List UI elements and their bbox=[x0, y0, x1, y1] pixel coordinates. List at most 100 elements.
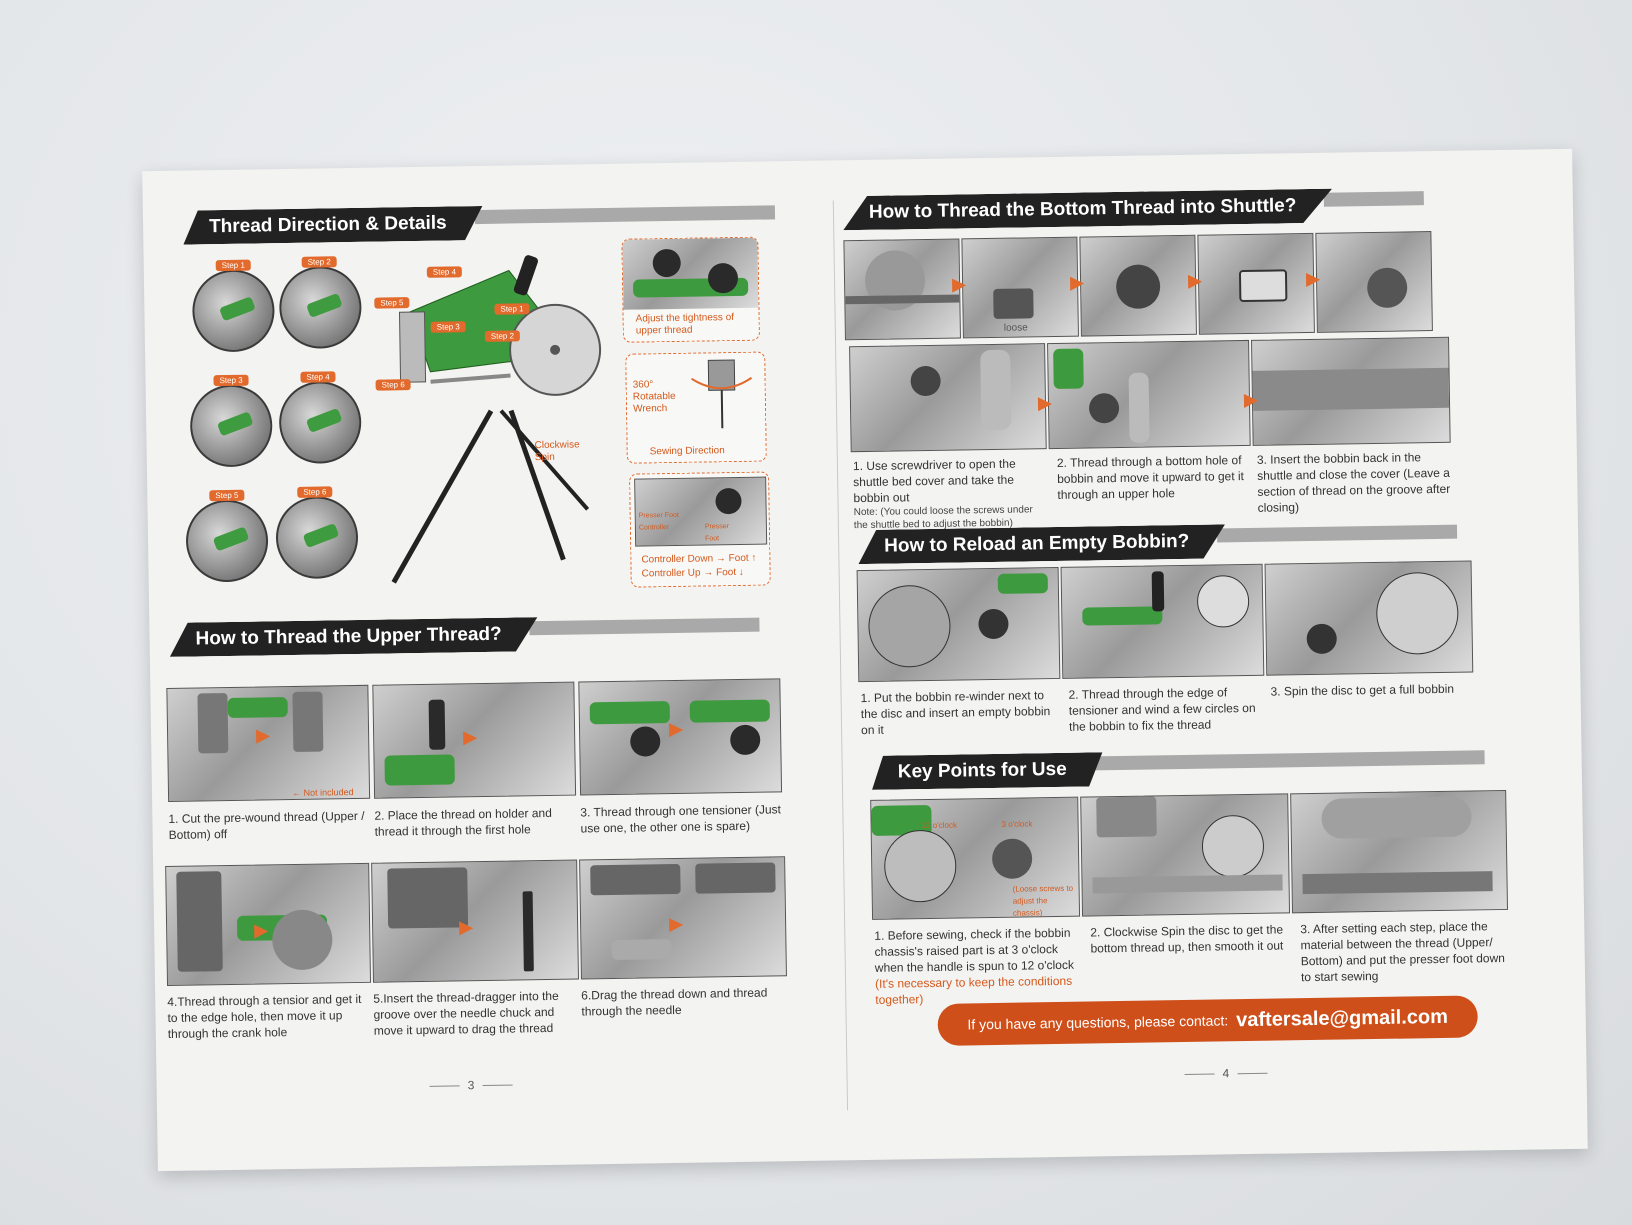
presser-foot-label: Presser Foot bbox=[704, 523, 730, 543]
controller-down-label: Controller Down → Foot ↑ bbox=[641, 552, 757, 566]
sewing-direction-label: Sewing Direction bbox=[649, 445, 725, 458]
machine-step-3-tag: Step 3 bbox=[430, 321, 466, 333]
sewing-machine-illustration bbox=[391, 255, 602, 584]
bottom-step-photo-4 bbox=[1197, 232, 1315, 335]
arrow-icon bbox=[1243, 393, 1259, 409]
section-title-upper-thread: How to Thread the Upper Thread? bbox=[169, 614, 760, 657]
step-4-photo bbox=[278, 380, 362, 465]
upper-step-5-caption: 5.Insert the thread-dragger into the gro… bbox=[373, 988, 559, 1038]
upper-step-3-caption: 3. Thread through one tensioner (Just us… bbox=[580, 802, 782, 836]
step-5-photo bbox=[185, 499, 269, 583]
bottom-step-photo-6 bbox=[849, 343, 1047, 453]
presser-controller-label: Presser Foot Controller bbox=[638, 511, 679, 532]
section-title-key-points: Key Points for Use bbox=[872, 746, 1485, 790]
machine-step-2-tag: Step 2 bbox=[484, 330, 521, 342]
page-number-left: 3 bbox=[422, 1077, 521, 1093]
right-page: How to Thread the Bottom Thread into Shu… bbox=[842, 149, 1588, 1160]
three-oclock-label: 3 o'clock bbox=[1001, 819, 1033, 829]
arrow-icon bbox=[463, 731, 478, 746]
contact-text: If you have any questions, please contac… bbox=[967, 1012, 1229, 1033]
bottom-step-1-caption: 1. Use screwdriver to open the shuttle b… bbox=[853, 455, 1049, 532]
key-step-3-caption: 3. After setting each step, place the ma… bbox=[1300, 919, 1505, 985]
manual-sheet: Thread Direction & Details Step 1 Step 2… bbox=[142, 148, 1588, 1172]
title-bar bbox=[529, 617, 760, 636]
machine-step-6-tag: Step 6 bbox=[375, 379, 411, 391]
bottom-step-photo-2: loose bbox=[961, 236, 1079, 339]
arrow-icon bbox=[1305, 272, 1321, 288]
bottom-step-photo-3 bbox=[1079, 234, 1197, 337]
section-title-text: How to Reload an Empty Bobbin? bbox=[858, 524, 1226, 564]
needle-icon bbox=[691, 359, 753, 429]
title-bar bbox=[474, 205, 775, 225]
key-step-1-photo: 12 o'clock 3 o'clock (Loose screws to ad… bbox=[870, 796, 1081, 920]
upper-step-2-caption: 2. Place the thread on holder and thread… bbox=[374, 805, 552, 839]
machine-step-4-tag: Step 4 bbox=[426, 266, 463, 278]
arrow-icon bbox=[254, 924, 269, 939]
step-6-photo bbox=[275, 495, 359, 580]
reload-step-3-caption: 3. Spin the disc to get a full bobbin bbox=[1270, 681, 1455, 699]
reload-step-2-caption: 2. Thread through the edge of tensioner … bbox=[1068, 685, 1256, 734]
tightness-label: Adjust the tightness of upper thread bbox=[635, 312, 735, 337]
step-1-tag: Step 1 bbox=[215, 259, 251, 272]
tightness-callout: Adjust the tightness of upper thread bbox=[621, 236, 760, 343]
bottom-step-2-caption: 2. Thread through a bottom hole of bobbi… bbox=[1056, 453, 1245, 502]
bottom-step-photo-1 bbox=[843, 238, 961, 341]
section-title-text: How to Thread the Upper Thread? bbox=[169, 617, 538, 657]
contact-banner: If you have any questions, please contac… bbox=[937, 995, 1479, 1046]
key-step-1-caption: 1. Before sewing, check if the bobbin ch… bbox=[874, 925, 1080, 1008]
wrench-label: 360° Rotatable Wrench bbox=[632, 379, 676, 415]
step-1-photo bbox=[191, 269, 276, 353]
reload-step-3-photo bbox=[1264, 560, 1474, 676]
bottom-step-photo-8 bbox=[1251, 336, 1451, 446]
bottom-step-photo-7 bbox=[1047, 339, 1251, 450]
wrench-callout: 360° Rotatable Wrench Sewing Direction bbox=[625, 351, 767, 464]
key-step-2-caption: 2. Clockwise Spin the disc to get the bo… bbox=[1090, 922, 1284, 956]
bottom-step-1-caption-text: 1. Use screwdriver to open the shuttle b… bbox=[852, 456, 1016, 506]
key-step-3-photo bbox=[1290, 789, 1509, 914]
key-step-1-caption-text: 1. Before sewing, check if the bobbin ch… bbox=[874, 925, 1075, 975]
title-bar bbox=[1217, 524, 1458, 543]
arrow-icon bbox=[1037, 397, 1053, 412]
step-2-photo bbox=[278, 265, 363, 350]
upper-step-4-caption: 4.Thread through a tensior and get it to… bbox=[167, 991, 362, 1041]
arrow-icon bbox=[256, 729, 271, 744]
controller-up-label: Controller Up → Foot ↓ bbox=[641, 566, 744, 580]
page-number-right: 4 bbox=[1176, 1066, 1275, 1082]
machine-step-1-tag: Step 1 bbox=[494, 303, 530, 315]
machine-step-5-tag: Step 5 bbox=[374, 297, 410, 309]
not-included-label: ← Not included bbox=[291, 787, 354, 799]
tension-photo bbox=[622, 237, 759, 310]
upper-step-1-caption: 1. Cut the pre-wound thread (Upper / Bot… bbox=[168, 808, 365, 842]
bottom-step-photo-5 bbox=[1315, 231, 1433, 333]
key-step-2-photo bbox=[1080, 793, 1291, 917]
arrow-icon bbox=[459, 921, 474, 936]
reload-step-2-photo bbox=[1060, 563, 1265, 679]
step-6-tag: Step 6 bbox=[297, 486, 333, 498]
step-2-tag: Step 2 bbox=[301, 256, 337, 268]
step-3-tag: Step 3 bbox=[213, 374, 249, 387]
reload-step-1-photo bbox=[856, 566, 1061, 683]
upper-step-5-photo bbox=[371, 859, 579, 983]
title-bar bbox=[1094, 750, 1485, 771]
section-title-text: Key Points for Use bbox=[872, 752, 1103, 790]
loose-label: loose bbox=[1003, 322, 1028, 334]
arrow-icon bbox=[668, 722, 684, 738]
arrow-icon bbox=[1070, 276, 1085, 291]
arrow-icon bbox=[669, 917, 684, 933]
loose-screws-label: (Loose screws to adjust the chassis) bbox=[1012, 883, 1074, 918]
upper-step-6-caption: 6.Drag the thread down and thread throug… bbox=[581, 985, 768, 1019]
section-title-text: How to Thread the Bottom Thread into Shu… bbox=[843, 189, 1333, 231]
reload-step-1-caption: 1. Put the bobbin re-winder next to the … bbox=[860, 688, 1051, 738]
section-title-text: Thread Direction & Details bbox=[183, 206, 483, 245]
clockwise-spin-label: Clockwise Spin bbox=[534, 439, 580, 464]
twelve-oclock-label: 12 o'clock bbox=[921, 820, 958, 831]
bottom-step-3-caption: 3. Insert the bobbin back in the shuttle… bbox=[1256, 450, 1451, 515]
left-page: Thread Direction & Details Step 1 Step 2… bbox=[142, 161, 838, 1172]
contact-email-link[interactable]: vaftersale@gmail.com bbox=[1235, 1005, 1449, 1031]
step-5-tag: Step 5 bbox=[209, 489, 245, 502]
arrow-icon bbox=[952, 278, 967, 293]
arrow-icon bbox=[1187, 274, 1203, 289]
title-bar bbox=[1324, 191, 1425, 207]
step-3-photo bbox=[189, 384, 273, 468]
presser-callout: Presser Foot Controller Presser Foot Con… bbox=[629, 471, 771, 588]
